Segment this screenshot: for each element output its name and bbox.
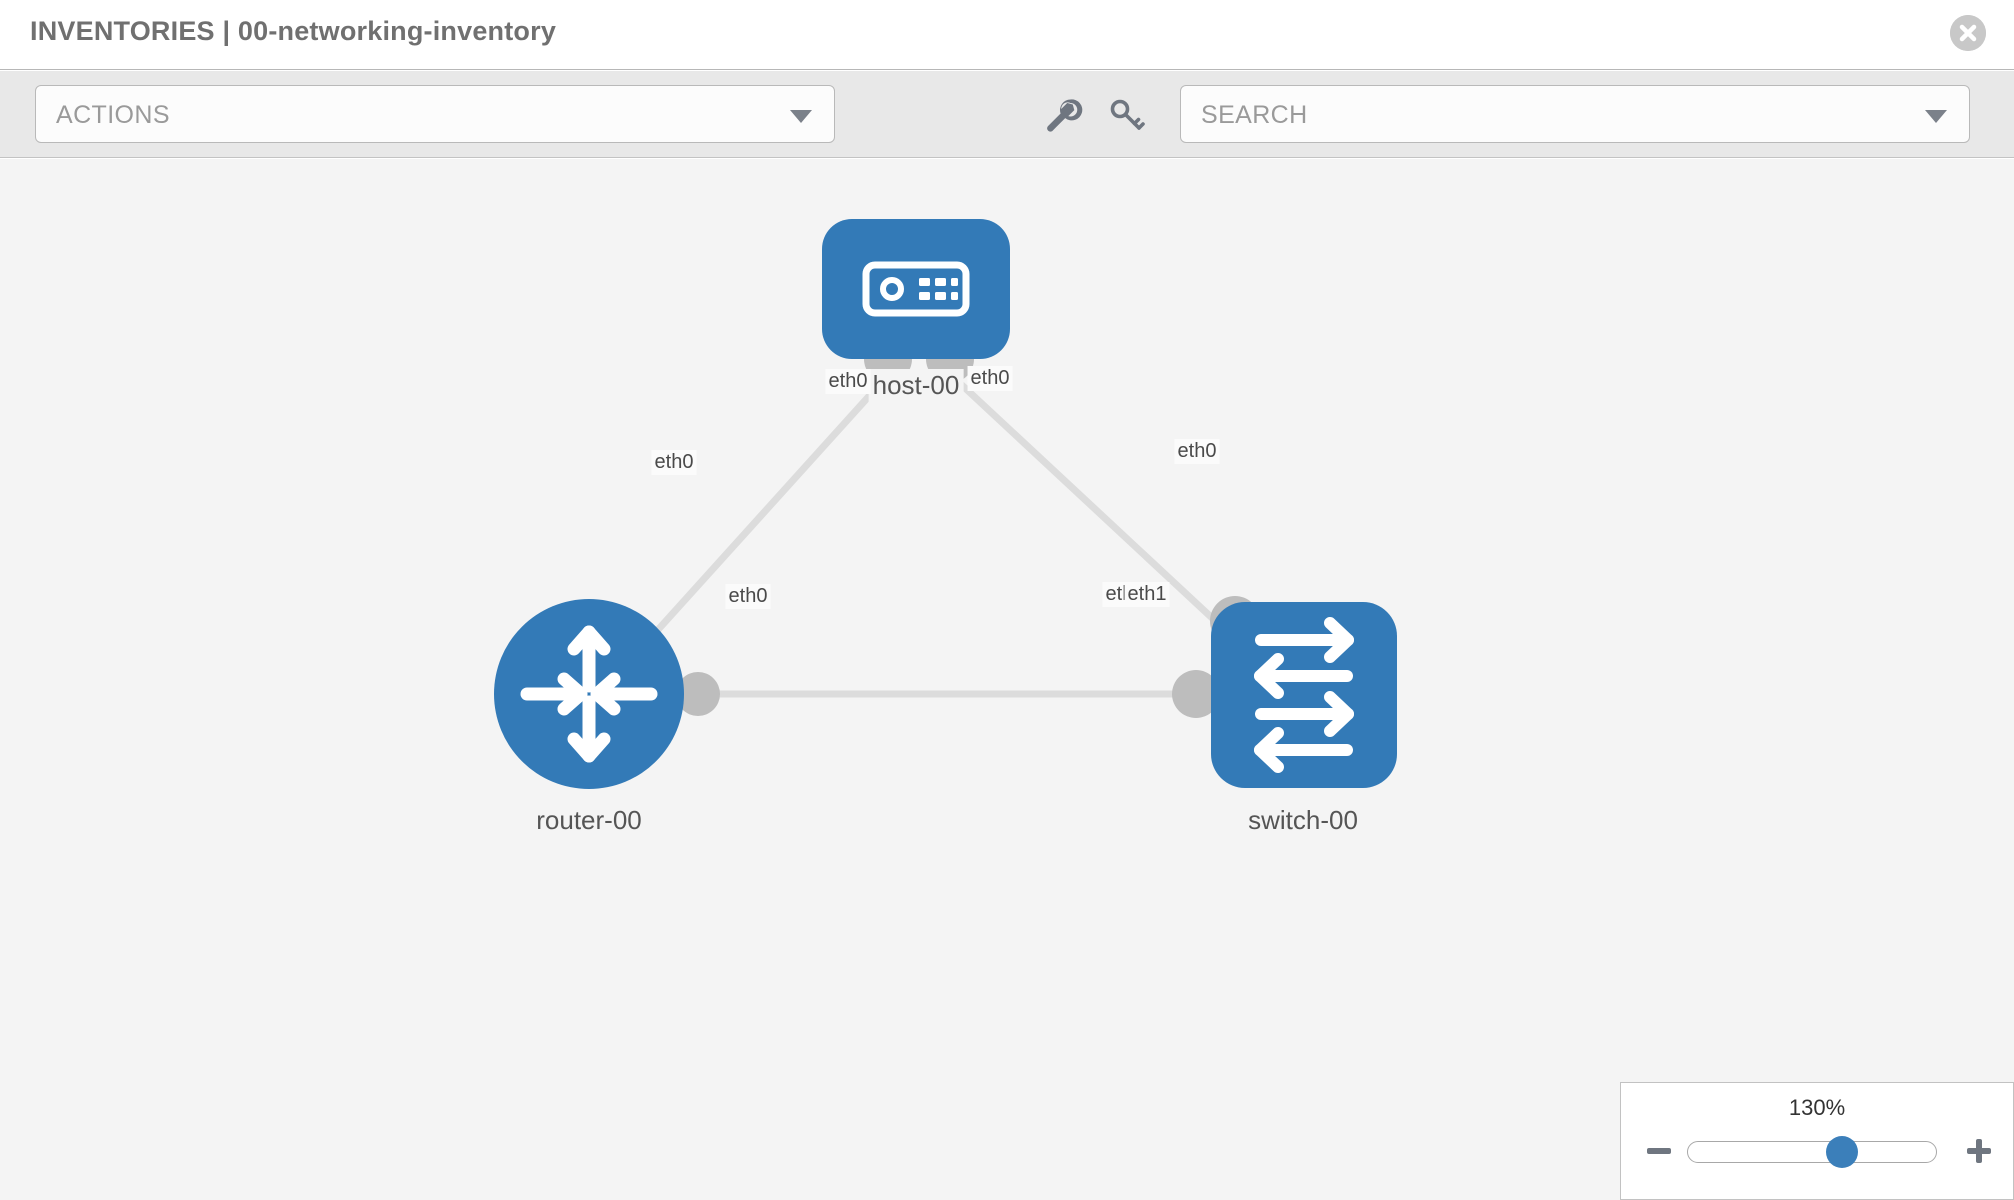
node-router-00[interactable] <box>494 599 684 789</box>
actions-dropdown-label: ACTIONS <box>56 101 170 129</box>
actions-dropdown[interactable]: ACTIONS <box>35 85 835 143</box>
chevron-down-icon[interactable] <box>1925 110 1947 123</box>
plus-icon[interactable] <box>1963 1135 1995 1167</box>
interface-label: eth0 <box>825 369 871 394</box>
zoom-slider-row <box>1621 1131 2013 1171</box>
minus-icon[interactable] <box>1643 1135 1675 1167</box>
chevron-down-icon <box>790 110 812 123</box>
port-switch-west <box>1172 670 1220 718</box>
page-header: INVENTORIES | 00-networking-inventory <box>0 0 2014 70</box>
key-icon[interactable] <box>1105 93 1149 137</box>
topology-links <box>606 371 1286 698</box>
topology-canvas[interactable]: host-00 router-00 switch-00 eth0 eth0 et… <box>0 159 2014 1200</box>
toolbar: ACTIONS SEARCH <box>0 71 2014 158</box>
interface-label: eth0 <box>651 450 697 475</box>
interface-label: eth0 <box>967 366 1013 391</box>
search-input[interactable]: SEARCH <box>1180 85 1970 143</box>
page-title: INVENTORIES | 00-networking-inventory <box>30 16 557 46</box>
topology-graph <box>494 219 1397 789</box>
port-router-east <box>676 672 720 716</box>
node-label-host-00: host-00 <box>868 369 964 402</box>
interface-label: eth0 <box>725 584 771 609</box>
zoom-control-panel: 130% <box>1620 1082 2014 1200</box>
close-icon[interactable] <box>1950 15 1986 51</box>
wrench-icon[interactable] <box>1040 93 1084 137</box>
interface-label: eth1 <box>1124 582 1170 607</box>
node-label-switch-00: switch-00 <box>1244 804 1362 837</box>
node-host-00[interactable] <box>822 219 1010 359</box>
zoom-slider[interactable] <box>1687 1136 1937 1168</box>
interface-label: eth0 <box>1174 439 1220 464</box>
zoom-slider-handle[interactable] <box>1825 1136 1858 1168</box>
node-switch-00[interactable] <box>1211 602 1397 788</box>
search-placeholder: SEARCH <box>1201 101 1308 129</box>
node-label-router-00: router-00 <box>532 804 646 837</box>
zoom-percent-label: 130% <box>1788 1095 1846 1120</box>
